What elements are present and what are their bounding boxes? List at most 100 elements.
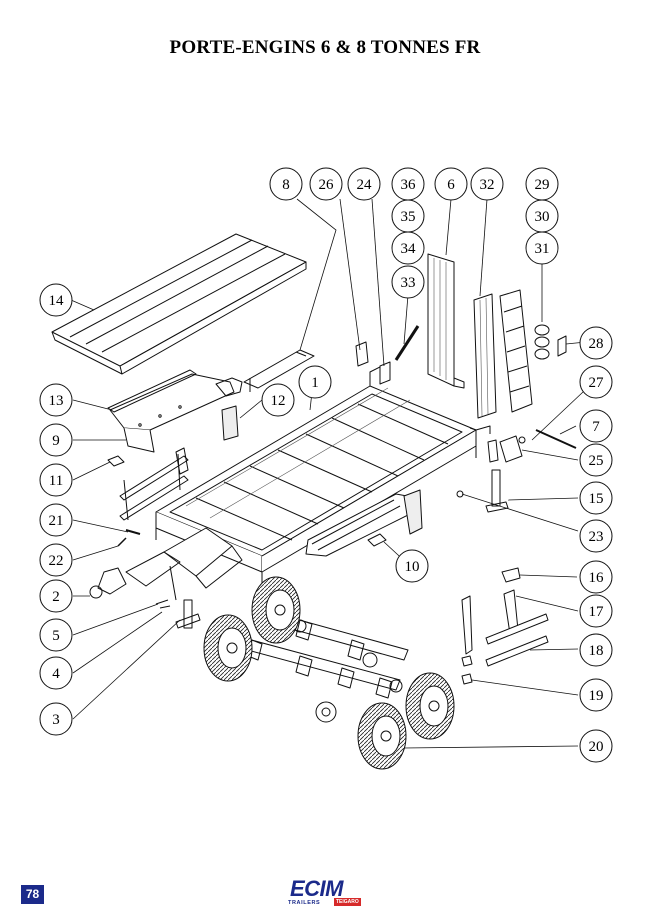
callout-15: 15 — [579, 481, 613, 515]
callout-20: 20 — [579, 729, 613, 763]
leader-lines — [70, 198, 597, 749]
hook-22 — [117, 537, 127, 547]
callout-number: 35 — [401, 209, 416, 225]
callout-30: 30 — [525, 199, 559, 233]
callout-number: 20 — [589, 739, 604, 755]
callout-24: 24 — [347, 167, 381, 201]
callout-36: 36 — [391, 167, 425, 201]
drawbar — [89, 527, 243, 601]
callout-23: 23 — [579, 519, 613, 553]
callout-layer: 1234567891011121314151617181920212223242… — [39, 167, 613, 763]
brand-subtitle: TRAILERS — [288, 900, 321, 906]
wheel-rear-right — [405, 672, 455, 740]
callout-21: 21 — [39, 503, 73, 537]
callout-27: 27 — [579, 365, 613, 399]
callout-29: 29 — [525, 167, 559, 201]
callout-31: 31 — [525, 231, 559, 265]
page-number: 78 — [21, 885, 44, 904]
callout-number: 11 — [49, 473, 63, 489]
callout-number: 30 — [535, 209, 550, 225]
callout-number: 32 — [480, 177, 495, 193]
callout-number: 34 — [401, 241, 417, 257]
callout-32: 32 — [470, 167, 504, 201]
callout-9: 9 — [39, 423, 73, 457]
callout-number: 28 — [589, 336, 604, 352]
callout-33: 33 — [391, 265, 425, 299]
block-19 — [461, 655, 473, 685]
prop-stand — [485, 439, 509, 513]
wheel-rear-left — [251, 576, 301, 644]
callout-number: 9 — [52, 433, 60, 449]
callout-11: 11 — [39, 463, 73, 497]
jockey-wheel — [155, 599, 201, 629]
callout-number: 15 — [589, 491, 604, 507]
callout-16: 16 — [579, 560, 613, 594]
pin-7 — [535, 429, 577, 449]
callout-number: 12 — [271, 393, 286, 409]
fender-left — [107, 369, 243, 453]
callout-19: 19 — [579, 678, 613, 712]
callout-number: 8 — [282, 177, 290, 193]
brand-logo: ECIM TRAILERS TEIGARO — [288, 876, 362, 908]
callout-number: 14 — [49, 293, 65, 309]
callout-number: 16 — [589, 570, 605, 586]
callout-6: 6 — [434, 167, 468, 201]
callout-number: 21 — [49, 513, 64, 529]
callout-1: 1 — [298, 365, 332, 399]
wheel-front-left — [203, 614, 253, 682]
callout-number: 29 — [535, 177, 550, 193]
callout-number: 26 — [319, 177, 335, 193]
axle-front — [239, 637, 403, 723]
callout-number: 10 — [405, 559, 420, 575]
callout-number: 13 — [49, 393, 64, 409]
brand-tag: TEIGARO — [334, 898, 361, 906]
callout-18: 18 — [579, 633, 613, 667]
callout-number: 25 — [589, 453, 604, 469]
callout-5: 5 — [39, 618, 73, 652]
side-gate — [473, 293, 497, 419]
wedge-16 — [501, 567, 521, 583]
clip-27 — [518, 436, 526, 444]
callout-number: 23 — [589, 529, 604, 545]
bracket-26 — [355, 341, 369, 367]
stake-17 — [461, 589, 519, 655]
callout-12: 12 — [261, 383, 295, 417]
callout-34: 34 — [391, 231, 425, 265]
callout-4: 4 — [39, 656, 73, 690]
callout-number: 2 — [52, 589, 60, 605]
rod-33 — [394, 325, 420, 361]
fender-right — [305, 489, 423, 557]
floor-planks — [51, 233, 307, 375]
callout-10: 10 — [395, 549, 429, 583]
callout-number: 33 — [401, 275, 416, 291]
callout-13: 13 — [39, 383, 73, 417]
callout-number: 19 — [589, 688, 604, 704]
callout-number: 17 — [589, 604, 605, 620]
callout-number: 1 — [311, 375, 319, 391]
tailgate — [427, 253, 465, 389]
brand-name: ECIM — [290, 876, 344, 901]
callout-number: 4 — [52, 666, 60, 682]
rail-18 — [485, 613, 549, 667]
loading-ramp — [499, 289, 533, 413]
callout-number: 5 — [52, 628, 60, 644]
callout-3: 3 — [39, 702, 73, 736]
callout-number: 22 — [49, 553, 64, 569]
support-bar — [243, 349, 315, 392]
mudflap — [221, 405, 239, 441]
callout-22: 22 — [39, 543, 73, 577]
callout-number: 7 — [592, 419, 600, 435]
callout-25: 25 — [579, 443, 613, 477]
callout-17: 17 — [579, 594, 613, 628]
callout-number: 3 — [52, 712, 60, 728]
callout-26: 26 — [309, 167, 343, 201]
reflectors — [534, 324, 567, 360]
callout-14: 14 — [39, 283, 73, 317]
callout-8: 8 — [269, 167, 303, 201]
callout-number: 6 — [447, 177, 455, 193]
callout-number: 36 — [401, 177, 417, 193]
tie-21 — [125, 529, 141, 535]
page-title: PORTE-ENGINS 6 & 8 TONNES FR — [169, 37, 481, 58]
wheel-front-right — [357, 702, 407, 770]
